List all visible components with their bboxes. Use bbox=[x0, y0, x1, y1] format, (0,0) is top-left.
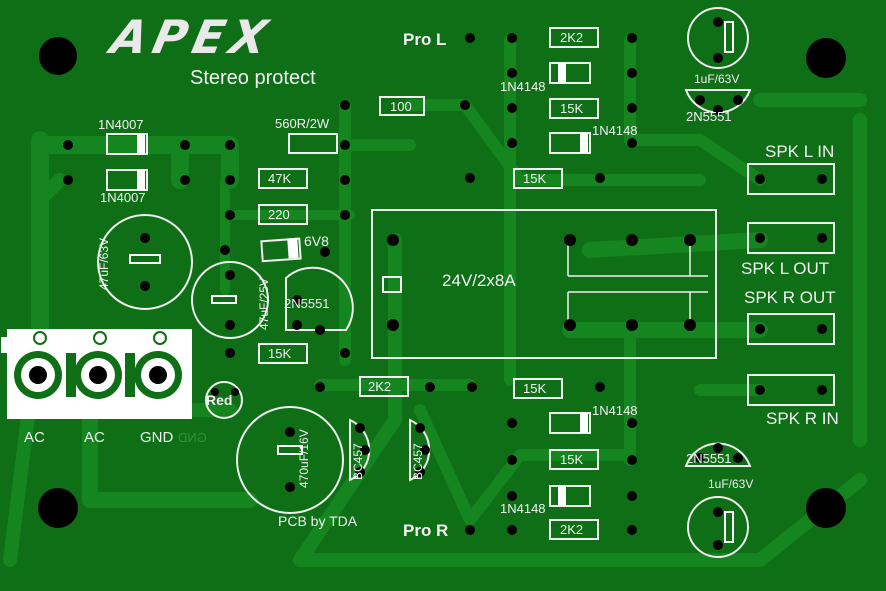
cap-47uf-25v bbox=[191, 261, 269, 339]
label-bc457-b: BC457 bbox=[411, 443, 425, 480]
label-2k2-mid: 2K2 bbox=[368, 379, 392, 394]
conn-spk-r-out bbox=[747, 313, 835, 345]
label-1uf-bot: 1uF/63V bbox=[708, 477, 754, 491]
cap-470uf bbox=[236, 406, 344, 514]
diode-bands bbox=[137, 63, 588, 506]
label-1n4148-d: 1N4148 bbox=[500, 501, 546, 516]
label-47uf-25v: 47uF/25V bbox=[257, 277, 271, 330]
conn-spk-r-in bbox=[747, 374, 835, 406]
q-2n5551-mid bbox=[285, 266, 354, 331]
mount-hole-br bbox=[806, 488, 846, 528]
diode-1n4148-d bbox=[549, 485, 591, 507]
label-2k2-bot: 2K2 bbox=[560, 522, 584, 537]
resistor-15k-d bbox=[549, 449, 599, 470]
spk-l-in-label: SPK L IN bbox=[765, 142, 835, 161]
led-red bbox=[205, 381, 243, 419]
label-560r: 560R/2W bbox=[275, 116, 330, 131]
label-15k-c: 15K bbox=[523, 381, 547, 396]
label-47uf-63v: 47uF/63V bbox=[97, 237, 111, 290]
label-15k-mid: 15K bbox=[268, 346, 292, 361]
resistor-15k-c bbox=[513, 378, 563, 399]
resistor-15k-mid bbox=[258, 343, 308, 364]
label-2n5551-bot: 2N5551 bbox=[686, 451, 732, 466]
label-1n4148-b: 1N4148 bbox=[592, 123, 638, 138]
label-1n4007-top: 1N4007 bbox=[98, 117, 144, 132]
label-bc457-a: BC457 bbox=[351, 443, 365, 480]
gnd-mirror-label: GND bbox=[178, 430, 207, 445]
resistor-560r bbox=[288, 133, 338, 154]
credit-label: PCB by TDA bbox=[278, 513, 358, 529]
cap-47uf-63v bbox=[97, 214, 193, 310]
label-220: 220 bbox=[268, 207, 290, 222]
label-47k: 47K bbox=[268, 171, 292, 186]
diode-1n4148-c bbox=[549, 412, 591, 434]
mount-hole-bl bbox=[38, 488, 78, 528]
resistor-47k bbox=[258, 168, 308, 189]
terminal-label-gnd: GND bbox=[140, 429, 174, 446]
resistor-15k-b bbox=[513, 168, 563, 189]
spk-r-in-label: SPK R IN bbox=[766, 409, 839, 428]
cap-1uf-bot bbox=[687, 496, 749, 558]
cap-marks bbox=[129, 21, 734, 543]
label-2n5551-top: 2N5551 bbox=[686, 109, 732, 124]
label-1n4148-c: 1N4148 bbox=[592, 403, 638, 418]
terminal-screws bbox=[14, 331, 182, 399]
spk-l-out-label: SPK L OUT bbox=[741, 259, 830, 278]
conn-spk-l-in bbox=[747, 163, 835, 195]
resistor-2k2-top bbox=[549, 27, 599, 48]
resistor-220 bbox=[258, 204, 308, 225]
label-2k2-top: 2K2 bbox=[560, 30, 584, 45]
mounting-holes bbox=[38, 37, 846, 528]
mount-hole-tr bbox=[806, 38, 846, 78]
terminal-label-ac1: AC bbox=[24, 429, 45, 446]
solder-pads bbox=[63, 17, 827, 550]
label-15k-b: 15K bbox=[523, 171, 547, 186]
label-100: 100 bbox=[390, 99, 412, 114]
resistor-100 bbox=[379, 96, 425, 116]
terminal-label-ac2: AC bbox=[84, 429, 105, 446]
diode-1n4148-a bbox=[549, 62, 591, 84]
conn-spk-l-out bbox=[747, 222, 835, 254]
label-1uf-top: 1uF/63V bbox=[694, 72, 740, 86]
diode-1n4007-top bbox=[106, 133, 148, 155]
label-2n5551-mid: 2N5551 bbox=[284, 296, 330, 311]
resistor-15k-a bbox=[549, 98, 599, 119]
pro-l-label: Pro L bbox=[403, 30, 447, 49]
label-470uf: 470uF/16V bbox=[297, 429, 311, 488]
relay-coil-mark bbox=[382, 276, 402, 293]
diode-1n4007-bot bbox=[106, 169, 148, 191]
diode-1n4148-b bbox=[549, 132, 591, 154]
label-6v8: 6V8 bbox=[304, 233, 329, 249]
spk-r-out-label: SPK R OUT bbox=[744, 288, 836, 307]
label-15k-a: 15K bbox=[560, 101, 584, 116]
brand-logo: APEX bbox=[106, 10, 278, 64]
resistor-2k2-bot bbox=[549, 519, 599, 540]
relay-outline bbox=[371, 209, 717, 359]
zener-6v8 bbox=[260, 237, 302, 263]
cap-1uf-top bbox=[687, 7, 749, 69]
resistor-2k2-mid bbox=[359, 376, 409, 397]
label-15k-d: 15K bbox=[560, 452, 584, 467]
mount-hole-tl bbox=[39, 37, 77, 75]
relay-label: 24V/2x8A bbox=[442, 271, 516, 290]
label-1n4148-a: 1N4148 bbox=[500, 79, 546, 94]
label-1n4007-bot: 1N4007 bbox=[100, 190, 146, 205]
subtitle-label: Stereo protect bbox=[190, 67, 316, 89]
pro-r-label: Pro R bbox=[403, 521, 449, 540]
led-label: Red bbox=[206, 392, 233, 408]
